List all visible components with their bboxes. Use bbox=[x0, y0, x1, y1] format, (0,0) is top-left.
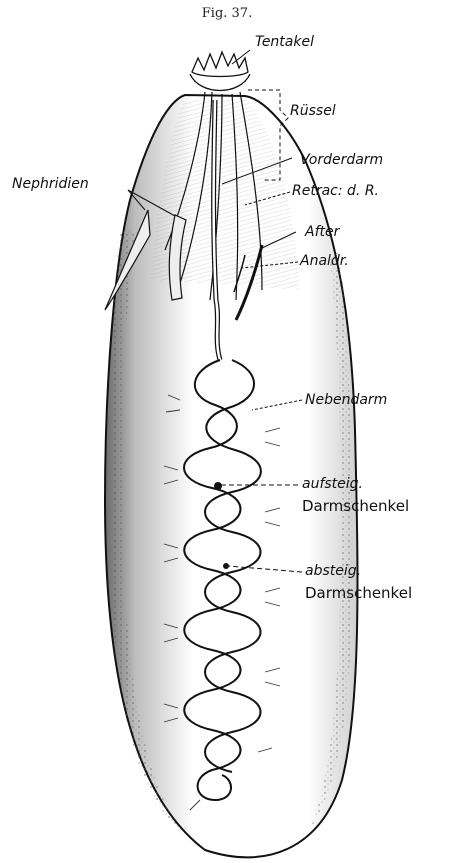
label-absteig: absteig. bbox=[305, 563, 361, 579]
label-tentakel: Tentakel bbox=[255, 34, 314, 50]
label-nebendarm: Nebendarm bbox=[305, 392, 387, 408]
label-retrac: Retrac: d. R. bbox=[292, 183, 379, 199]
tentacle-crown bbox=[190, 52, 250, 91]
label-russel: Rüssel bbox=[290, 103, 336, 119]
label-aufsteig-darmschenkel: Darmschenkel bbox=[302, 497, 409, 515]
label-nephridien: Nephridien bbox=[12, 176, 89, 192]
label-vorderdarm: Vorderdarm bbox=[300, 152, 383, 168]
spiral-dot-1 bbox=[214, 482, 222, 490]
label-after: After bbox=[305, 224, 339, 240]
label-aufsteig: aufsteig. bbox=[302, 476, 363, 492]
label-absteig-darmschenkel: Darmschenkel bbox=[305, 584, 412, 602]
label-analdr: Analdr. bbox=[300, 253, 349, 269]
